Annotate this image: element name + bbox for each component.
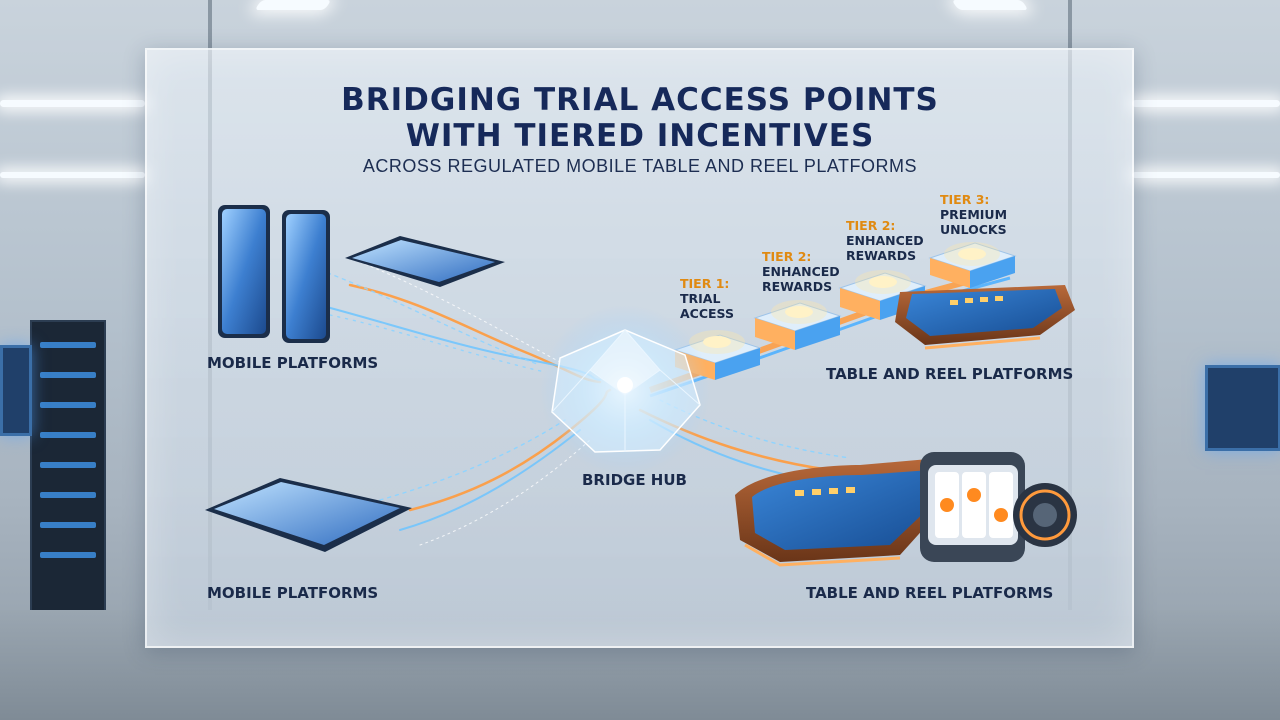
wall-monitor — [0, 345, 32, 436]
tier-2-pedestal — [753, 300, 842, 350]
slot-reel-icon — [920, 452, 1077, 562]
tier-2-name: TIER 2: — [762, 249, 812, 264]
tier-1-name: TIER 1: — [680, 276, 730, 291]
ceiling-light — [1132, 100, 1280, 107]
tier-2-label: TIER 2: ENHANCED REWARDS — [762, 249, 840, 294]
gaming-table-top — [895, 285, 1075, 350]
tier-1-label: TIER 1: TRIAL ACCESS — [680, 276, 734, 321]
tier-2b-line-2: REWARDS — [846, 248, 917, 263]
smartphone-icon — [218, 205, 270, 338]
ceiling-light — [0, 100, 145, 107]
gaming-table-bottom — [735, 458, 945, 567]
ceiling-light — [1132, 172, 1280, 178]
ceiling-light — [0, 172, 145, 178]
tier-3-label: TIER 3: PREMIUM UNLOCKS — [940, 192, 1007, 237]
tablet-icon — [345, 236, 505, 287]
bridge-hub-crystal — [540, 305, 710, 475]
tier-1-line-2: ACCESS — [680, 306, 735, 321]
table-reel-platforms-label-top: TABLE AND REEL PLATFORMS — [826, 365, 1074, 383]
tier-2-line-2: REWARDS — [762, 279, 833, 294]
tier-3-line-1: PREMIUM — [940, 207, 1008, 222]
tier-2-line-1: ENHANCED — [762, 264, 840, 279]
tier-3-pedestal — [928, 242, 1017, 288]
table-reel-platforms-label-bottom: TABLE AND REEL PLATFORMS — [806, 584, 1054, 602]
server-rack — [30, 320, 106, 624]
mobile-platforms-label-top: MOBILE PLATFORMS — [207, 354, 379, 372]
tier-2b-label: TIER 2: ENHANCED REWARDS — [846, 218, 924, 263]
tier-3-line-2: UNLOCKS — [940, 222, 1007, 237]
subtitle: ACROSS REGULATED MOBILE TABLE AND REEL P… — [362, 156, 918, 176]
tablet-icon — [205, 478, 412, 552]
title-line-2: WITH TIERED INCENTIVES — [405, 118, 875, 154]
bridge-hub-label: BRIDGE HUB — [582, 471, 687, 489]
title-line-1: BRIDGING TRIAL ACCESS POINTS — [341, 82, 939, 118]
wall-monitor — [1205, 365, 1280, 451]
tier-3-name: TIER 3: — [940, 192, 990, 207]
tier-2b-name: TIER 2: — [846, 218, 896, 233]
smartphone-icon — [282, 210, 330, 343]
mobile-platforms-label-bottom: MOBILE PLATFORMS — [207, 584, 379, 602]
tier-2b-line-1: ENHANCED — [846, 233, 924, 248]
tier-1-line-1: TRIAL — [680, 291, 721, 306]
